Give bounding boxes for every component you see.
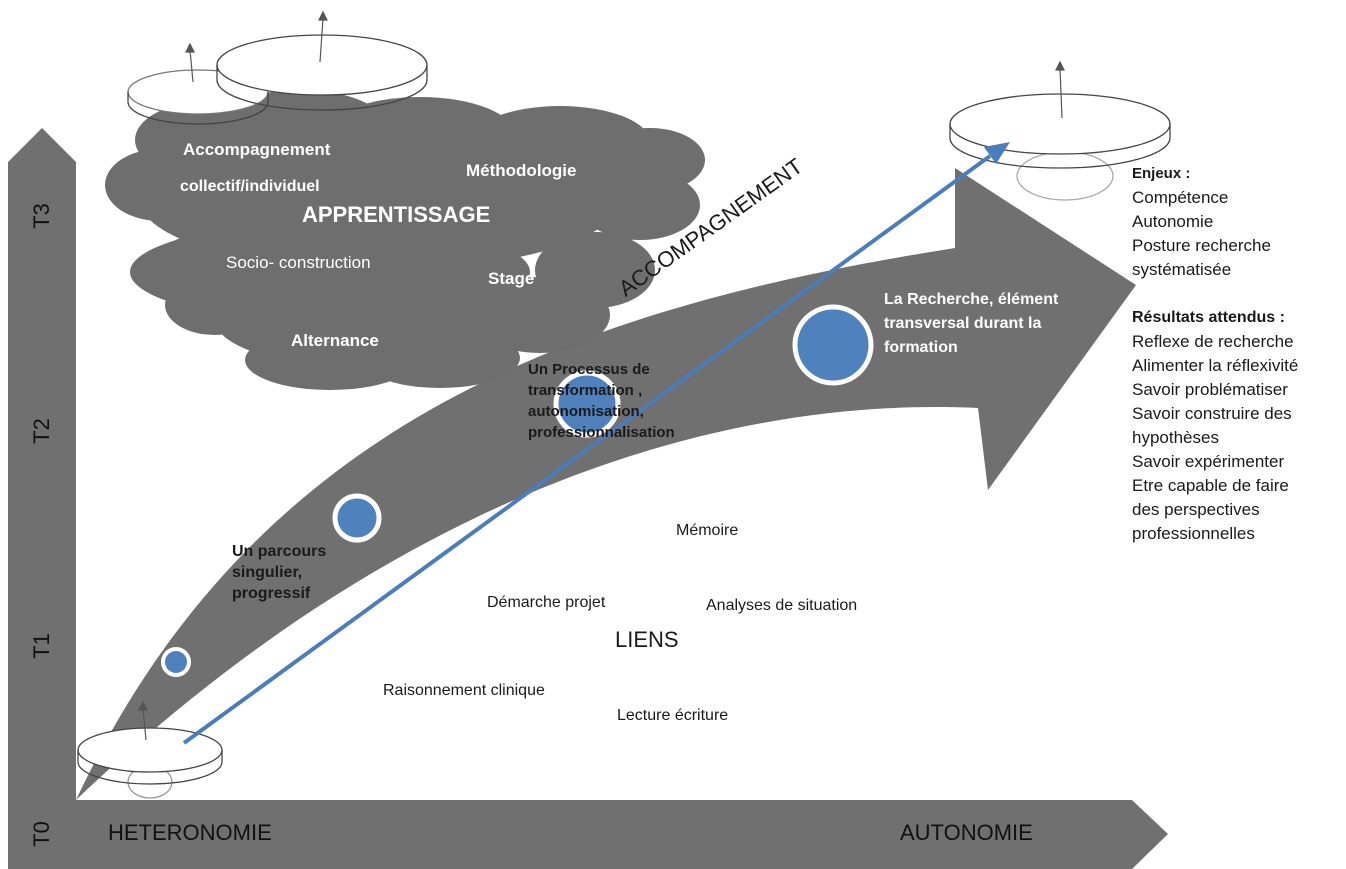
liens-analyses: Analyses de situation (706, 597, 858, 614)
processus-label: Un Processus de transformation , autonom… (528, 361, 675, 441)
enjeux-item: Autonomie (1132, 212, 1214, 231)
dish-icon (216, 34, 428, 111)
heteronomie-label: HETERONOMIE (108, 820, 272, 845)
resultats-item: Alimenter la réflexivité (1132, 356, 1299, 375)
enjeux-title: Enjeux : (1132, 165, 1191, 182)
enjeux-panel: Enjeux : Compétence Autonomie Posture re… (1132, 162, 1346, 546)
stage-circle-small (161, 647, 191, 677)
time-tick-t3: T3 (29, 203, 54, 229)
liens-raisonnement: Raisonnement clinique (383, 682, 545, 699)
enjeux-item: Compétence (1132, 188, 1229, 207)
cloud-collectif: collectif/individuel (180, 178, 320, 195)
cloud-stage: Stage (488, 269, 535, 288)
resultats-item: Savoir construire des hypothèses (1132, 404, 1292, 447)
time-tick-t0: T0 (29, 821, 54, 847)
resultats-item: Savoir expérimenter (1132, 452, 1285, 471)
cloud-methodologie: Méthodologie (466, 161, 577, 180)
enjeux-item: Posture recherche systématisée (1132, 236, 1271, 279)
resultats-item: Reflexe de recherche (1132, 332, 1294, 351)
resultats-item: Etre capable de faire des perspectives p… (1132, 476, 1289, 543)
stage-circle-xlarge (792, 304, 874, 386)
liens-lecture: Lecture écriture (617, 707, 729, 724)
progression-arrow (76, 168, 1136, 800)
apprentissage-cloud (105, 90, 705, 390)
resultats-title: Résultats attendus : (1132, 309, 1285, 326)
liens-demarche: Démarche projet (487, 594, 606, 611)
stage-circle-large (553, 370, 621, 438)
enjeux-list: Compétence Autonomie Posture recherche s… (1132, 186, 1346, 282)
autonomy-axis-arrow (76, 800, 1168, 869)
arrow-up-icon (138, 700, 148, 741)
dish-icon (77, 727, 223, 799)
cloud-alternance: Alternance (291, 331, 379, 350)
time-axis-arrow (8, 128, 76, 869)
arrow-up-icon (185, 42, 195, 83)
resultats-item: Savoir problématiser (1132, 380, 1288, 399)
autonomie-label: AUTONOMIE (900, 820, 1033, 845)
accompagnement-arrow (182, 154, 992, 745)
cloud-socio: Socio- construction (226, 253, 371, 272)
arrow-up-icon (318, 10, 328, 63)
resultats-list: Reflexe de recherche Alimenter la réflex… (1132, 330, 1346, 546)
recherche-label: La Recherche, élément transversal durant… (884, 291, 1059, 356)
time-tick-t2: T2 (29, 418, 54, 444)
liens-memoire: Mémoire (676, 522, 739, 539)
accompagnement-arrowhead (984, 142, 1010, 164)
arrow-up-icon (1055, 60, 1065, 119)
liens-title: LIENS (615, 627, 679, 652)
cloud-title: APPRENTISSAGE (302, 202, 491, 227)
time-tick-t1: T1 (29, 633, 54, 659)
stage-circle-medium (332, 493, 382, 543)
parcours-label: Un parcours singulier, progressif (232, 543, 327, 602)
dish-icon (949, 93, 1171, 201)
cloud-accompagnement: Accompagnement (183, 140, 331, 159)
